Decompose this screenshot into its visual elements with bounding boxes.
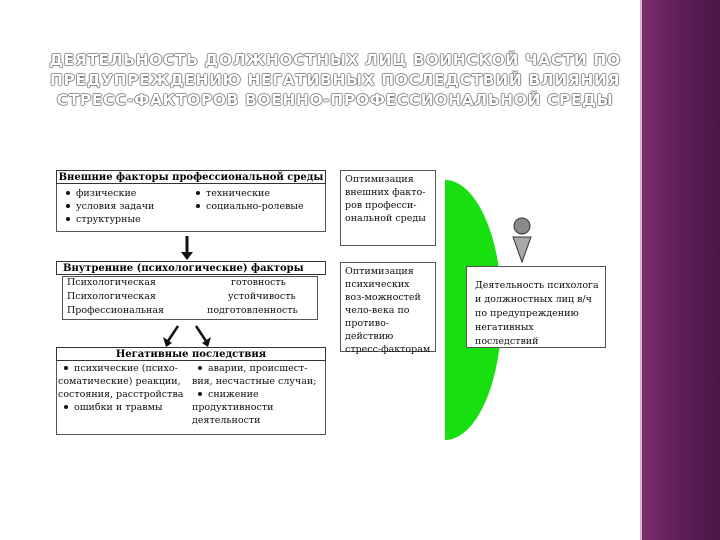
- internal-row-3-right: подготовленность: [207, 305, 298, 316]
- slide-title: ДЕЯТЕЛЬНОСТЬ ДОЛЖНОСТНЫХ ЛИЦ ВОИНСКОЙ ЧА…: [49, 51, 621, 109]
- bullet-icon: [64, 405, 68, 409]
- negative-consequences-header: Негативные последствия: [56, 347, 326, 361]
- bullet-icon: [198, 366, 202, 370]
- list-item: физические: [60, 187, 154, 200]
- list-item: условия задачи: [60, 200, 154, 213]
- person-figure-right: [512, 217, 532, 264]
- internal-row-2-left: Психологическая: [67, 291, 156, 302]
- external-factors-left-list: физические условия задачи структурные: [60, 187, 154, 226]
- optimize-psych-box: Оптимизация психических воз-можностей че…: [340, 262, 436, 355]
- bullet-icon: [66, 204, 70, 208]
- sidebar-divider: [640, 0, 642, 540]
- internal-row-1-left: Психологическая: [67, 277, 156, 288]
- list-item: структурные: [60, 213, 154, 226]
- arrow-right-diagonal: [194, 325, 208, 342]
- external-factors-header: Внешние факторы профессиональной среды: [56, 170, 326, 184]
- arrow-left-diagonal: [166, 325, 180, 342]
- decorative-sidebar: [640, 0, 720, 540]
- optimize-psych-text: Оптимизация психических воз-можностей че…: [345, 266, 431, 355]
- bullet-icon: [66, 191, 70, 195]
- bullet-icon: [196, 191, 200, 195]
- arrowhead-left: [163, 337, 172, 347]
- optimize-external-text: Оптимизация внешних факто-ров професси-о…: [345, 174, 426, 224]
- negative-col1: психические (психо-соматические) реакции…: [58, 363, 184, 413]
- list-item: социально-ролевые: [190, 200, 304, 213]
- bullet-icon: [198, 392, 202, 396]
- internal-row-3-left: Профессиональная: [67, 305, 165, 316]
- arrowhead-down: [181, 252, 193, 260]
- optimize-external-box: Оптимизация внешних факто-ров професси-о…: [340, 170, 436, 246]
- negative-col2: аварии, происшест-вия, несчастные случаи…: [192, 363, 317, 426]
- bullet-icon: [66, 217, 70, 221]
- internal-row-1-right: готовность: [231, 277, 286, 288]
- bullet-icon: [64, 366, 68, 370]
- bullet-icon: [196, 204, 200, 208]
- negative-consequences-box: [56, 347, 326, 435]
- officials-activity-text: Деятельность психолога и должностных лиц…: [475, 280, 599, 347]
- internal-factors-header: Внутренние (психологические) факторы: [56, 261, 326, 275]
- internal-factors-box: [62, 276, 318, 320]
- internal-row-2-right: устойчивость: [228, 291, 296, 302]
- arrowhead-right: [202, 337, 211, 347]
- officials-activity-box: Деятельность психолога и должностных лиц…: [466, 266, 606, 348]
- list-item: технические: [190, 187, 304, 200]
- external-factors-right-list: технические социально-ролевые: [190, 187, 304, 213]
